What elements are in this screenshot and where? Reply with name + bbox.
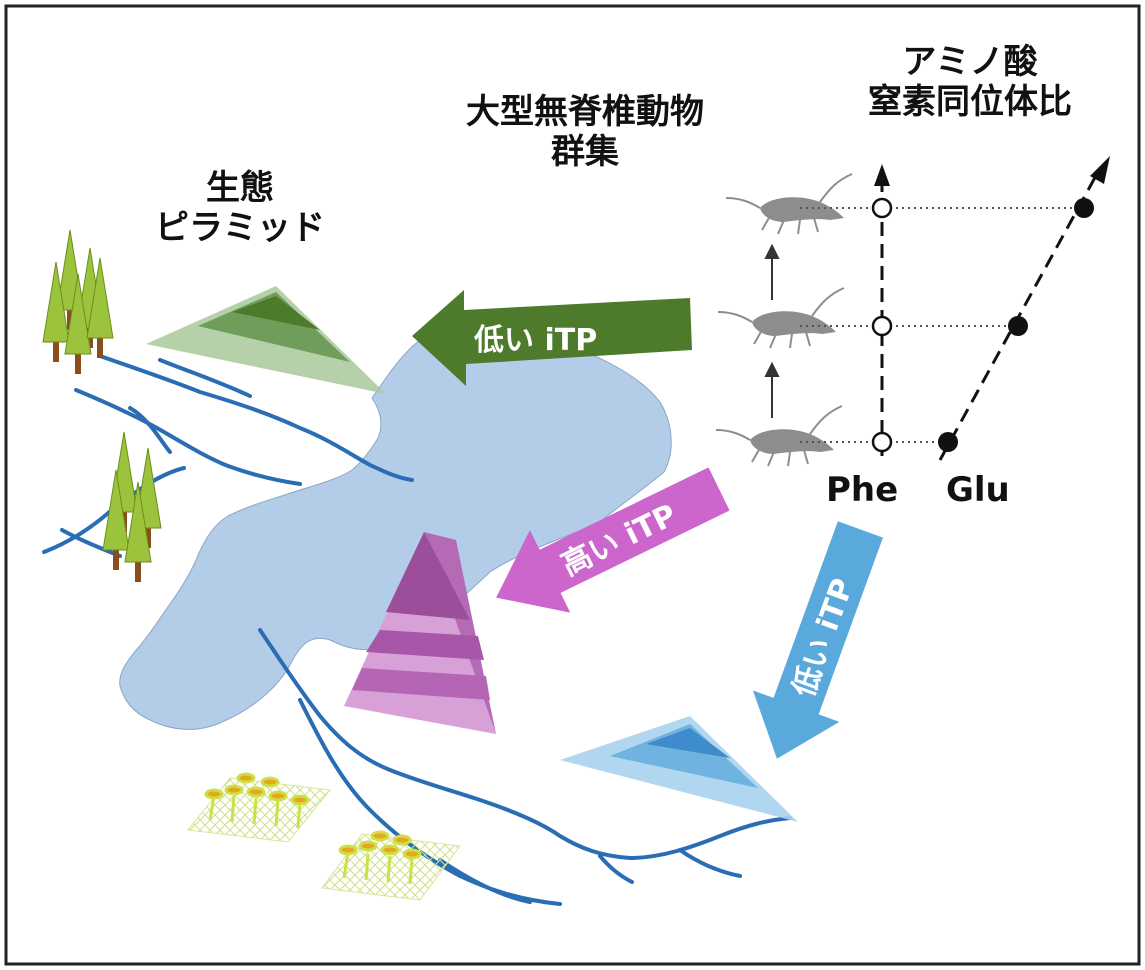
magenta-pyramid (344, 532, 496, 734)
eco-pyramid-label: 生態 ピラミッド (120, 168, 360, 248)
green-pyramid (146, 286, 386, 394)
lake-region (119, 328, 672, 730)
isotope-chart (800, 156, 1110, 461)
green-arrow-label: 低い iTP (473, 323, 597, 358)
invertebrate-label-line2: 群集 (551, 132, 619, 173)
phe-label: Phe (826, 470, 899, 510)
isotope-label-line1: アミノ酸 (902, 42, 1038, 82)
trophic-step-arrows (764, 243, 780, 418)
green-low-itp-arrow: 低い iTP (412, 290, 692, 386)
invertebrate-label: 大型無脊椎動物 群集 (420, 92, 750, 172)
eco-pyramid-label-line1: 生態 (206, 168, 274, 208)
eco-pyramid-label-line2: ピラミッド (155, 208, 325, 249)
blue-pyramid (560, 716, 798, 822)
invertebrate-label-line1: 大型無脊椎動物 (466, 92, 704, 132)
isotope-label: アミノ酸 窒素同位体比 (830, 42, 1110, 122)
glu-label: Glu (946, 470, 1010, 510)
rice-field-icon (187, 772, 461, 901)
isotope-label-line2: 窒素同位体比 (868, 82, 1072, 123)
